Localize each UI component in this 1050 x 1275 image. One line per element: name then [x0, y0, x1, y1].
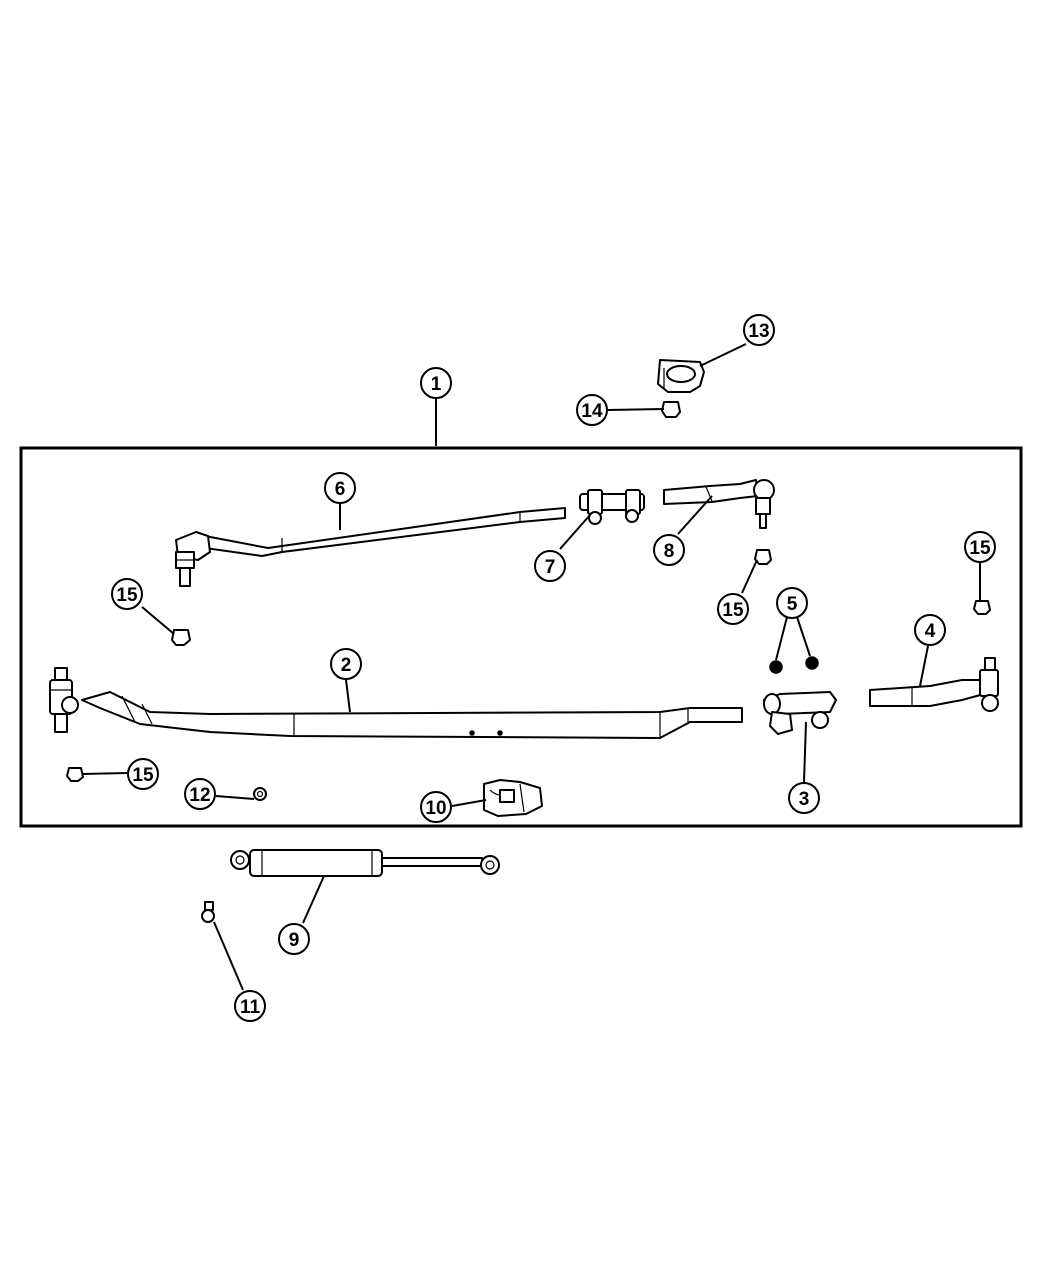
tie-rod-part [49, 667, 743, 739]
leader-lines [81, 343, 981, 991]
svg-text:15: 15 [116, 585, 138, 606]
svg-text:1: 1 [431, 374, 442, 395]
nut-part-15-b [754, 549, 772, 565]
callout-15-c: 15 [964, 531, 996, 563]
nut-part-15-a [171, 629, 191, 646]
callout-15-b: 15 [717, 593, 749, 625]
drag-link-part [175, 507, 566, 587]
callout-14: 14 [576, 394, 608, 426]
callout-15-a: 15 [111, 578, 143, 610]
nut-part-15-c [973, 600, 991, 615]
svg-text:2: 2 [341, 655, 352, 676]
callout-1: 1 [420, 367, 452, 399]
svg-text:7: 7 [545, 557, 556, 578]
callout-11: 11 [234, 990, 266, 1022]
svg-text:11: 11 [240, 997, 261, 1018]
callout-3: 3 [788, 782, 820, 814]
callout-9: 9 [278, 923, 310, 955]
tie-rod-end-part-8 [663, 479, 775, 529]
callout-2: 2 [330, 648, 362, 680]
bolt-part-11 [201, 901, 215, 923]
nut-part-15-d [66, 767, 84, 782]
svg-text:13: 13 [748, 321, 769, 342]
kit-frame [19, 446, 1023, 828]
nut-part-5 [769, 656, 819, 674]
svg-text:15: 15 [969, 538, 991, 559]
steering-damper-part [230, 849, 500, 877]
callout-8: 8 [653, 534, 685, 566]
callout-12: 12 [184, 778, 216, 810]
svg-text:15: 15 [132, 765, 154, 786]
callout-7: 7 [534, 550, 566, 582]
callout-6: 6 [324, 472, 356, 504]
svg-text:9: 9 [289, 930, 300, 951]
callout-10: 10 [420, 791, 452, 823]
washer-part-12 [253, 787, 267, 801]
svg-text:4: 4 [925, 621, 936, 642]
callout-13: 13 [743, 314, 775, 346]
callout-4: 4 [914, 614, 946, 646]
tie-rod-end-part-4 [869, 657, 999, 712]
callout-5: 5 [776, 587, 808, 619]
svg-text:8: 8 [664, 541, 675, 562]
adjuster-clamp-part-7 [579, 489, 645, 525]
damper-bracket-part [657, 359, 705, 393]
svg-text:14: 14 [581, 401, 603, 422]
svg-text:15: 15 [722, 600, 744, 621]
svg-text:6: 6 [335, 479, 346, 500]
svg-text:12: 12 [189, 785, 210, 806]
callout-15-d: 15 [127, 758, 159, 790]
svg-text:3: 3 [799, 789, 810, 810]
svg-text:5: 5 [787, 594, 798, 615]
bracket-part-10 [483, 779, 543, 817]
adjuster-clamp-part-3 [763, 691, 837, 735]
svg-text:10: 10 [425, 798, 446, 819]
nut-part-14 [661, 401, 681, 418]
